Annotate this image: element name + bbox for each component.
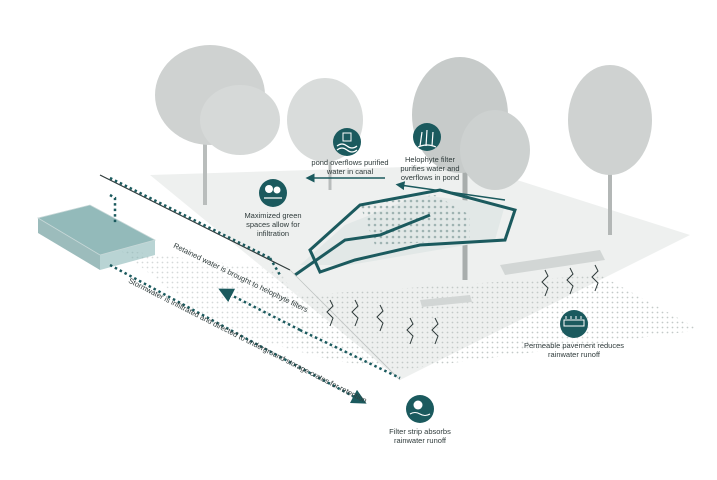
helophyte-callout-line-1: Helophyte filter bbox=[404, 155, 456, 164]
permeable-pavement-callout-label: Permeable pavement reduces rainwater run… bbox=[514, 341, 634, 359]
pavement-strip bbox=[500, 250, 605, 275]
ground-plane bbox=[150, 165, 690, 380]
pond-callout-line-2: water in canal bbox=[326, 167, 374, 176]
green-space-callout-line-3: infiltration bbox=[256, 229, 290, 238]
filter-strip-callout-line-1: Filter strip absorbs bbox=[389, 427, 451, 436]
stormwater-flow-arrow bbox=[109, 263, 367, 404]
green-space-callout-label: Maximized green spaces allow for infiltr… bbox=[233, 211, 313, 238]
dotted-ground-zone bbox=[230, 275, 700, 370]
pond-callout-label: pond overflows purified water in canal bbox=[300, 158, 400, 176]
pond-callout-line-1: pond overflows purified bbox=[311, 158, 389, 167]
helophyte-icon bbox=[413, 123, 441, 151]
permeable-pavement-callout-line-2: rainwater runoff bbox=[548, 350, 600, 359]
canal-outline bbox=[294, 213, 431, 277]
tree-right bbox=[568, 65, 652, 235]
slab-edge-top bbox=[99, 174, 291, 271]
helophyte-callout-label: Helophyte filter purifies water and over… bbox=[385, 155, 475, 182]
helophyte-callout-line-3: overflows in pond bbox=[400, 173, 460, 182]
green-space-callout-line-1: Maximized green bbox=[244, 211, 302, 220]
helophyte-callout-line-2: purifies water and bbox=[400, 164, 460, 173]
pond-icon bbox=[333, 128, 361, 156]
filter-strip-callout-label: Filter strip absorbs rainwater runoff bbox=[375, 427, 465, 445]
helophyte-callout-arrow bbox=[395, 181, 506, 201]
storage-tank bbox=[36, 204, 157, 270]
retained-water-flow-arrow bbox=[109, 193, 117, 225]
green-space-icon bbox=[259, 179, 287, 207]
permeable-pavement-callout-line-1: Permeable pavement reduces bbox=[523, 341, 625, 350]
pavement-strip-2 bbox=[420, 295, 472, 307]
pond-outline bbox=[308, 188, 517, 274]
filter-strip-callout-line-2: rainwater runoff bbox=[394, 436, 446, 445]
upper-flow-arrow bbox=[109, 176, 271, 260]
permeable-pavement-icon bbox=[560, 310, 588, 338]
lower-edge-flow bbox=[299, 328, 401, 380]
slab-edge-bottom bbox=[289, 269, 401, 381]
dotted-lower-zone bbox=[120, 250, 330, 360]
infiltration-arrows bbox=[326, 264, 599, 345]
tree-left bbox=[155, 45, 280, 205]
filter-strip-icon bbox=[406, 395, 434, 423]
green-space-callout-line-2: spaces allow for bbox=[246, 220, 300, 229]
